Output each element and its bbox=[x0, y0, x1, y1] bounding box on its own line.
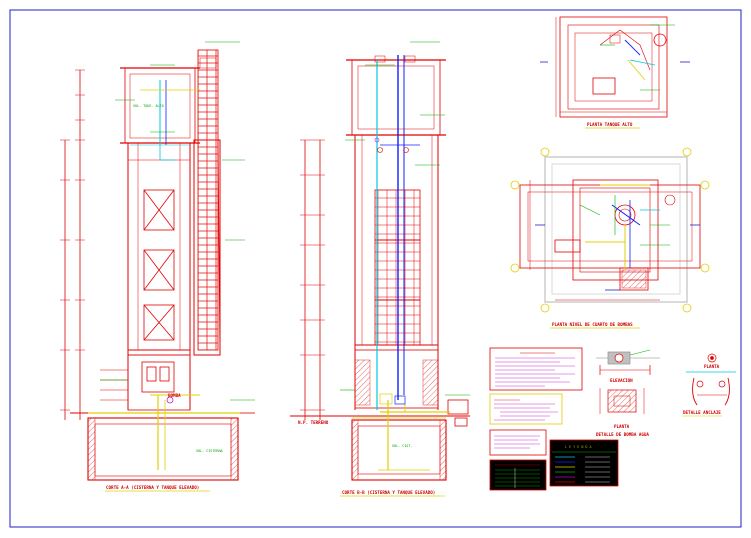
notes-box-1 bbox=[489, 347, 583, 391]
plan-tanque-alto-pipes bbox=[540, 24, 690, 91]
sheet-border bbox=[9, 9, 742, 528]
plan-pump-title: PLANTA NIVEL DE CUARTO DE BOMBAS bbox=[552, 322, 633, 327]
section-b-b bbox=[290, 55, 470, 481]
plan-cuarto-bombas bbox=[510, 147, 710, 313]
detail-anchor-title: DETALLE ANCLAJE bbox=[683, 410, 721, 415]
detail-pump-elevation: ELEVACION bbox=[610, 378, 633, 383]
legend-title: L E Y E N D A bbox=[565, 445, 592, 449]
section-a-pipes bbox=[88, 41, 255, 470]
label-pump-a: BOMBA bbox=[168, 393, 181, 398]
label-vol-cist-b: VOL. CIST. bbox=[392, 444, 412, 448]
section-a-a bbox=[60, 49, 255, 481]
detail-anchor-plan: PLANTA bbox=[704, 364, 720, 369]
section-b-title: CORTE B-B (CISTERNA Y TANQUE ELEVADO) bbox=[342, 490, 435, 495]
plan-tanque-alto bbox=[555, 16, 668, 118]
notes-box-3 bbox=[489, 429, 547, 456]
legend-box bbox=[549, 439, 619, 487]
detail-anclaje bbox=[686, 353, 736, 406]
plan-cuarto-bombas-pipes bbox=[535, 184, 700, 291]
notes-box-2 bbox=[489, 393, 563, 425]
detail-pump-title: DETALLE DE BOMBA AGUA bbox=[596, 432, 649, 437]
table-box bbox=[489, 459, 547, 491]
label-vol-cist-a: VOL. CISTERNA bbox=[196, 449, 223, 453]
section-a-title: CORTE A-A (CISTERNA Y TANQUE ELEVADO) bbox=[106, 485, 199, 490]
label-vol-tank-a: VOL. TQUE. ALTO bbox=[133, 104, 164, 108]
label-nivel-b: N.P. TERRENO bbox=[298, 420, 329, 425]
detail-pump-plan: PLANTA bbox=[614, 424, 630, 429]
plan-tank-title: PLANTA TANQUE ALTO bbox=[587, 122, 633, 127]
section-b-pipes bbox=[340, 41, 470, 471]
detail-bomba bbox=[596, 351, 660, 414]
